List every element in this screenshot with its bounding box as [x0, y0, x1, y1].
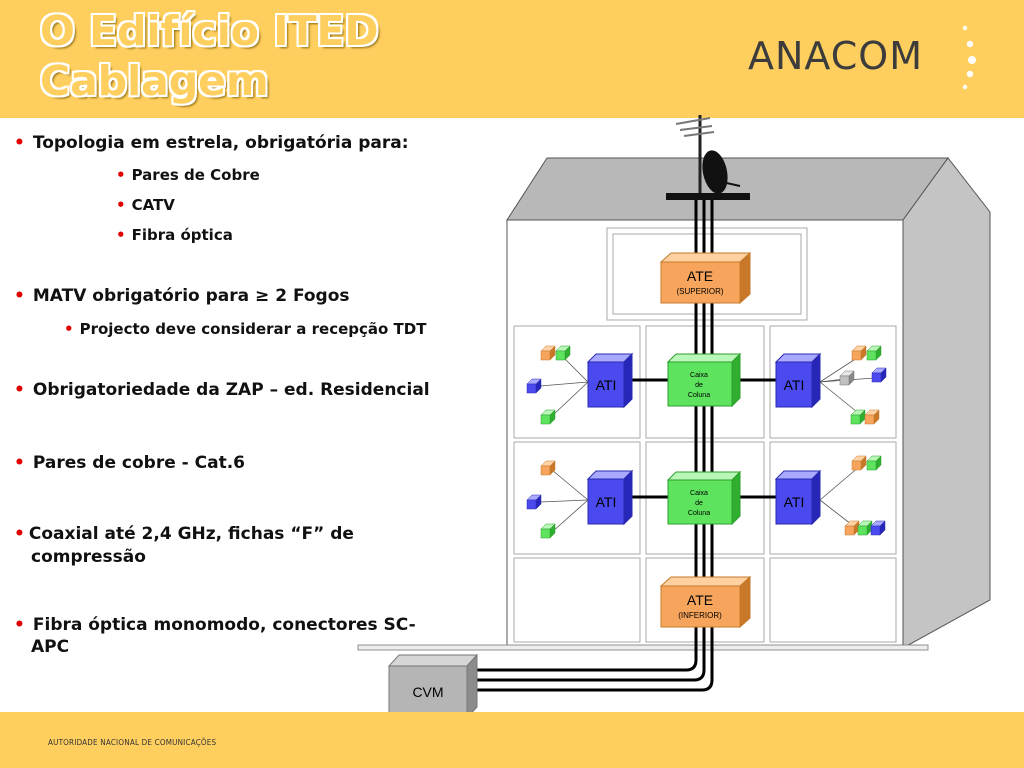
caixa-label-1a: Caixa: [690, 372, 708, 379]
ate-inferior-sublabel: (INFERIOR): [678, 611, 722, 620]
bullet-list: •Topologia em estrela, obrigatória para:…: [0, 0, 510, 700]
bullet-fibra-line2: APC: [31, 637, 70, 657]
footer-text: AUTORIDADE NACIONAL DE COMUNICAÇÕES: [48, 738, 217, 747]
caixa-label-2a: Caixa: [690, 490, 708, 497]
bullet-cat6: •Pares de cobre - Cat.6: [14, 453, 246, 473]
bullet-topologia: •Topologia em estrela, obrigatória para:: [14, 133, 409, 153]
ati-links: [632, 378, 776, 499]
ati-label-left-2: ATI: [596, 494, 617, 510]
ate-superior-box: ATE (SUPERIOR): [659, 251, 752, 305]
building-side-wall: [902, 157, 991, 649]
caixa-label-1b: de: [695, 382, 703, 389]
bullet-zap: •Obrigatoriedade da ZAP – ed. Residencia…: [14, 380, 430, 400]
ate-inferior-box: ATE (INFERIOR): [659, 575, 752, 629]
ati-box-left-2: ATI: [586, 469, 634, 526]
footer-banner: AUTORIDADE NACIONAL DE COMUNICAÇÕES: [0, 712, 1024, 768]
building-diagram: ATE (SUPERIOR) ATE (INFERIOR) Caixa de C…: [357, 115, 991, 720]
ate-inferior-label: ATE: [687, 592, 713, 608]
caixa-label-2b: de: [695, 500, 703, 507]
title-line-1: O Edifício ITED: [40, 7, 379, 55]
page-title: O Edifício ITED Cablagem: [40, 6, 379, 106]
bullet-fibra-monomodo: •Fibra óptica monomodo, conectores SC-: [14, 615, 416, 635]
sub-bullet-pares-cobre: •Pares de Cobre: [116, 166, 260, 184]
bullet-coaxial: •Coaxial até 2,4 GHz, fichas “F” de: [14, 524, 354, 544]
ati-label-right-1: ATI: [784, 377, 805, 393]
caixa-coluna-2: Caixa de Coluna: [666, 470, 742, 526]
bullet-matv: •MATV obrigatório para ≥ 2 Fogos: [14, 286, 350, 306]
caixa-label-2c: Coluna: [688, 510, 710, 517]
ate-superior-sublabel: (SUPERIOR): [676, 287, 723, 296]
caixa-coluna-1: Caixa de Coluna: [666, 352, 742, 408]
ati-label-right-2: ATI: [784, 494, 805, 510]
title-line-2: Cablagem: [40, 57, 269, 105]
ground-line: [357, 644, 929, 651]
building-roof: [506, 157, 949, 221]
cvm-box: CVM: [387, 653, 479, 720]
ati-box-right-1: ATI: [774, 352, 822, 409]
sub-bullet-catv: •CATV: [116, 196, 175, 214]
sub-bullet-fibra: •Fibra óptica: [116, 226, 233, 244]
sub-bullet-tdt: •Projecto deve considerar a recepção TDT: [64, 320, 427, 338]
ati-label-left-1: ATI: [596, 377, 617, 393]
anacom-logo: ANACOM: [748, 34, 923, 78]
ati-box-right-2: ATI: [774, 469, 822, 526]
cvm-label: CVM: [412, 684, 443, 700]
ate-superior-label: ATE: [687, 268, 713, 284]
ati-box-left-1: ATI: [586, 352, 634, 409]
bullet-coaxial-line2: compressão: [31, 547, 146, 567]
header-banner: O Edifício ITED Cablagem ANACOM: [0, 0, 1024, 118]
outlet-links: [539, 355, 875, 533]
roof-antenna-icon: [666, 115, 750, 200]
logo-dots-icon: [962, 25, 976, 90]
column-cables: [468, 200, 714, 692]
caixa-label-1c: Coluna: [688, 392, 710, 399]
